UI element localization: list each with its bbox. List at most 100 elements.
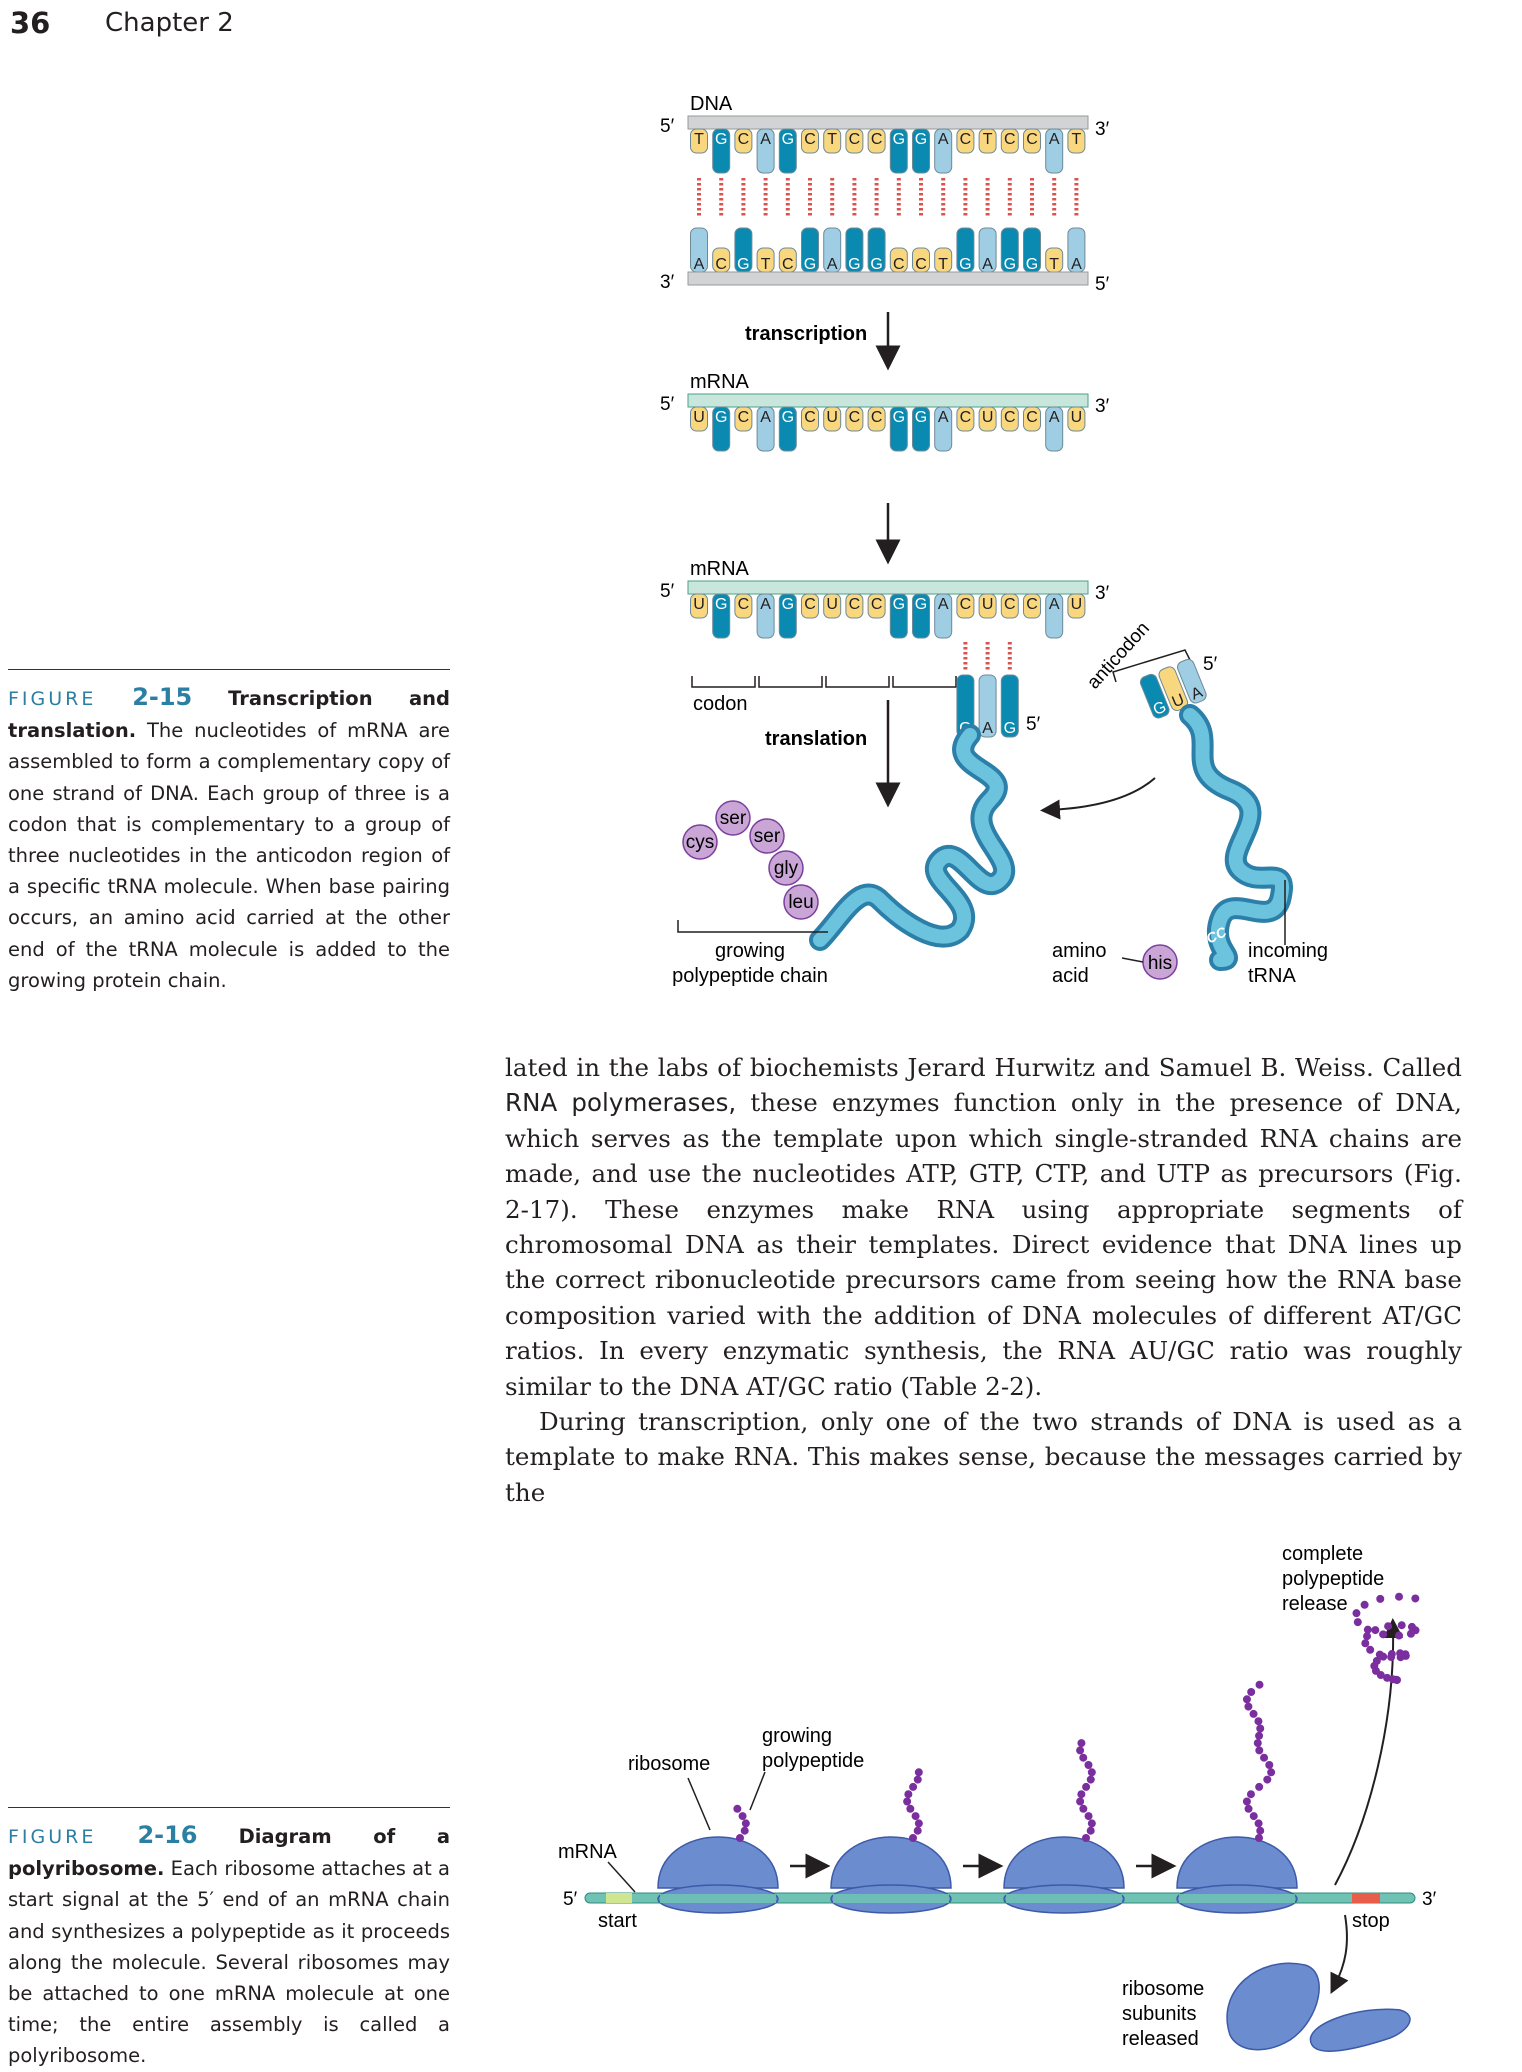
amino-acid-label-0: cys xyxy=(686,832,715,853)
dna-top-base-letter-3: A xyxy=(760,131,771,148)
figure-2-16-title: Diagram of a polyribosome. xyxy=(8,1825,450,1881)
dna-top-base-letter-13: T xyxy=(983,131,993,148)
mrna1-base-3: A xyxy=(756,406,775,452)
mrna2-base-7: C xyxy=(845,593,864,619)
mrna2-base-letter-12: C xyxy=(960,596,972,613)
mrna1-base-17: U xyxy=(1067,406,1086,432)
dna-top-base-letter-11: A xyxy=(938,131,949,148)
start-signal xyxy=(606,1893,632,1903)
polypeptide-leader xyxy=(749,1771,766,1811)
mrna2-base-1: G xyxy=(712,593,731,639)
mrna1-base-15: C xyxy=(1023,406,1041,432)
dna-bottom-base-letter-17: A xyxy=(1071,256,1082,273)
dna-bottom-base-9: C xyxy=(889,247,908,273)
dna-bottom-base-letter-6: A xyxy=(827,256,838,273)
subunit-arrow xyxy=(1330,1914,1349,1994)
dna-top-base-letter-7: C xyxy=(849,131,861,148)
dna-top-base-1: G xyxy=(712,128,731,174)
mrna2-base-letter-6: U xyxy=(826,596,838,613)
mrna2-base-9: G xyxy=(889,593,908,639)
figure-2-16-text: Each ribosome attaches at a start signal… xyxy=(8,1857,450,2068)
amino-label-2: acid xyxy=(1052,965,1089,987)
dna-top-base-6: T xyxy=(823,128,842,154)
dna-bottom-base-8: G xyxy=(867,227,886,273)
ribosome-label: ribosome xyxy=(628,1753,710,1775)
mrna2-base-letter-16: A xyxy=(1049,596,1060,613)
growing-label-2: polypeptide chain xyxy=(672,965,828,987)
mrna2-base-letter-8: C xyxy=(871,596,883,613)
mrna2-5prime: 5′ xyxy=(660,581,675,602)
ribosome-peptide-2 xyxy=(1076,1739,1096,1842)
dna-top-base-12: C xyxy=(956,128,975,154)
poly-3prime: 3′ xyxy=(1422,1889,1437,1910)
mrna1-base-letter-16: A xyxy=(1049,409,1060,426)
bound-anticodon-letter-1: A xyxy=(982,720,993,737)
dna-bottom-base-10: C xyxy=(912,247,930,273)
dna-top-base-14: C xyxy=(1000,128,1019,154)
anticodon-bracket xyxy=(1112,649,1191,683)
mrna-leader xyxy=(607,1861,636,1893)
mrna2-3prime: 3′ xyxy=(1095,583,1110,604)
mrna2-base-letter-2: C xyxy=(738,596,750,613)
dna-bottom-base-17: A xyxy=(1067,227,1086,273)
ribosome-large-subunit-2 xyxy=(1003,1836,1125,1889)
mrna1-base-0: U xyxy=(690,406,708,432)
subunits-released-1: ribosome xyxy=(1122,1978,1204,2000)
amino-label-1: amino xyxy=(1052,940,1106,962)
body-text: lated in the labs of biochemists Jerard … xyxy=(505,1050,1462,1510)
poly-5prime: 5′ xyxy=(563,1889,578,1910)
mrna-label-1: mRNA xyxy=(690,371,750,393)
mrna2-base-11: A xyxy=(934,593,953,639)
mrna2-base-letter-7: C xyxy=(849,596,861,613)
subunits-released-2: subunits xyxy=(1122,2003,1197,2025)
mrna2-base-letter-11: A xyxy=(938,596,949,613)
growing-polypeptide-1: growing xyxy=(762,1725,832,1747)
dna-bottom-base-letter-0: A xyxy=(694,256,705,273)
mrna-label-2: mRNA xyxy=(690,558,750,580)
mrna2-base-letter-1: G xyxy=(715,596,727,613)
mrna2-base-4: G xyxy=(778,593,797,639)
dna-top-base-letter-8: C xyxy=(871,131,883,148)
dna-top-base-letter-9: G xyxy=(893,131,905,148)
dna-top-5prime: 5′ xyxy=(660,116,675,137)
bound-5prime: 5′ xyxy=(1026,714,1041,735)
mrna2-base-letter-13: U xyxy=(982,596,994,613)
figure-2-15-title: Transcription and translation. xyxy=(8,687,450,743)
dna-bottom-3prime: 3′ xyxy=(660,272,675,293)
amino-acid-leu-4: leu xyxy=(783,884,819,920)
dna-top-base-letter-1: G xyxy=(715,131,727,148)
mrna-label: mRNA xyxy=(558,1841,618,1863)
dna-top-base-5: C xyxy=(801,128,819,154)
paragraph-2: During transcription, only one of the tw… xyxy=(505,1407,1462,1507)
dna-bottom-base-16: T xyxy=(1045,247,1064,273)
dna-bottom-base-7: G xyxy=(845,227,864,273)
dna-top-base-9: G xyxy=(889,128,908,174)
dna-bottom-base-letter-15: G xyxy=(1026,256,1038,273)
dna-bottom-base-6: A xyxy=(823,227,842,273)
subunits-released-3: released xyxy=(1122,2028,1199,2050)
mrna1-base-letter-17: U xyxy=(1071,409,1083,426)
mrna1-base-letter-5: C xyxy=(804,409,816,426)
dna-bottom-base-letter-9: C xyxy=(893,256,905,273)
figure-2-16-diagram: complete polypeptide release ribosome gr… xyxy=(558,1543,1437,2052)
dna-top-base-letter-2: C xyxy=(738,131,750,148)
bound-anticodon-letter-2: G xyxy=(1004,720,1016,737)
dna-top-base-17: T xyxy=(1067,128,1086,154)
figure-2-16-label: FIGURE xyxy=(8,1826,97,1848)
dna-label: DNA xyxy=(690,93,733,115)
dna-bottom-base-letter-1: C xyxy=(715,256,727,273)
amino-acid-ser-2: ser xyxy=(749,818,785,854)
dna-bottom-base-15: G xyxy=(1023,227,1041,273)
dna-bottom-base-letter-14: G xyxy=(1004,256,1016,273)
growing-chain-bracket xyxy=(677,920,828,933)
dna-top-3prime: 3′ xyxy=(1095,119,1110,140)
incoming-5prime: 5′ xyxy=(1203,654,1218,675)
incoming-anticodon-letter-0: G xyxy=(1151,698,1169,718)
incoming-anticodon-base-0: G xyxy=(1139,673,1170,719)
mrna2-base-0: U xyxy=(690,593,708,619)
mrna1-base-letter-7: C xyxy=(849,409,861,426)
amino-acid-ser-1: ser xyxy=(715,800,751,836)
